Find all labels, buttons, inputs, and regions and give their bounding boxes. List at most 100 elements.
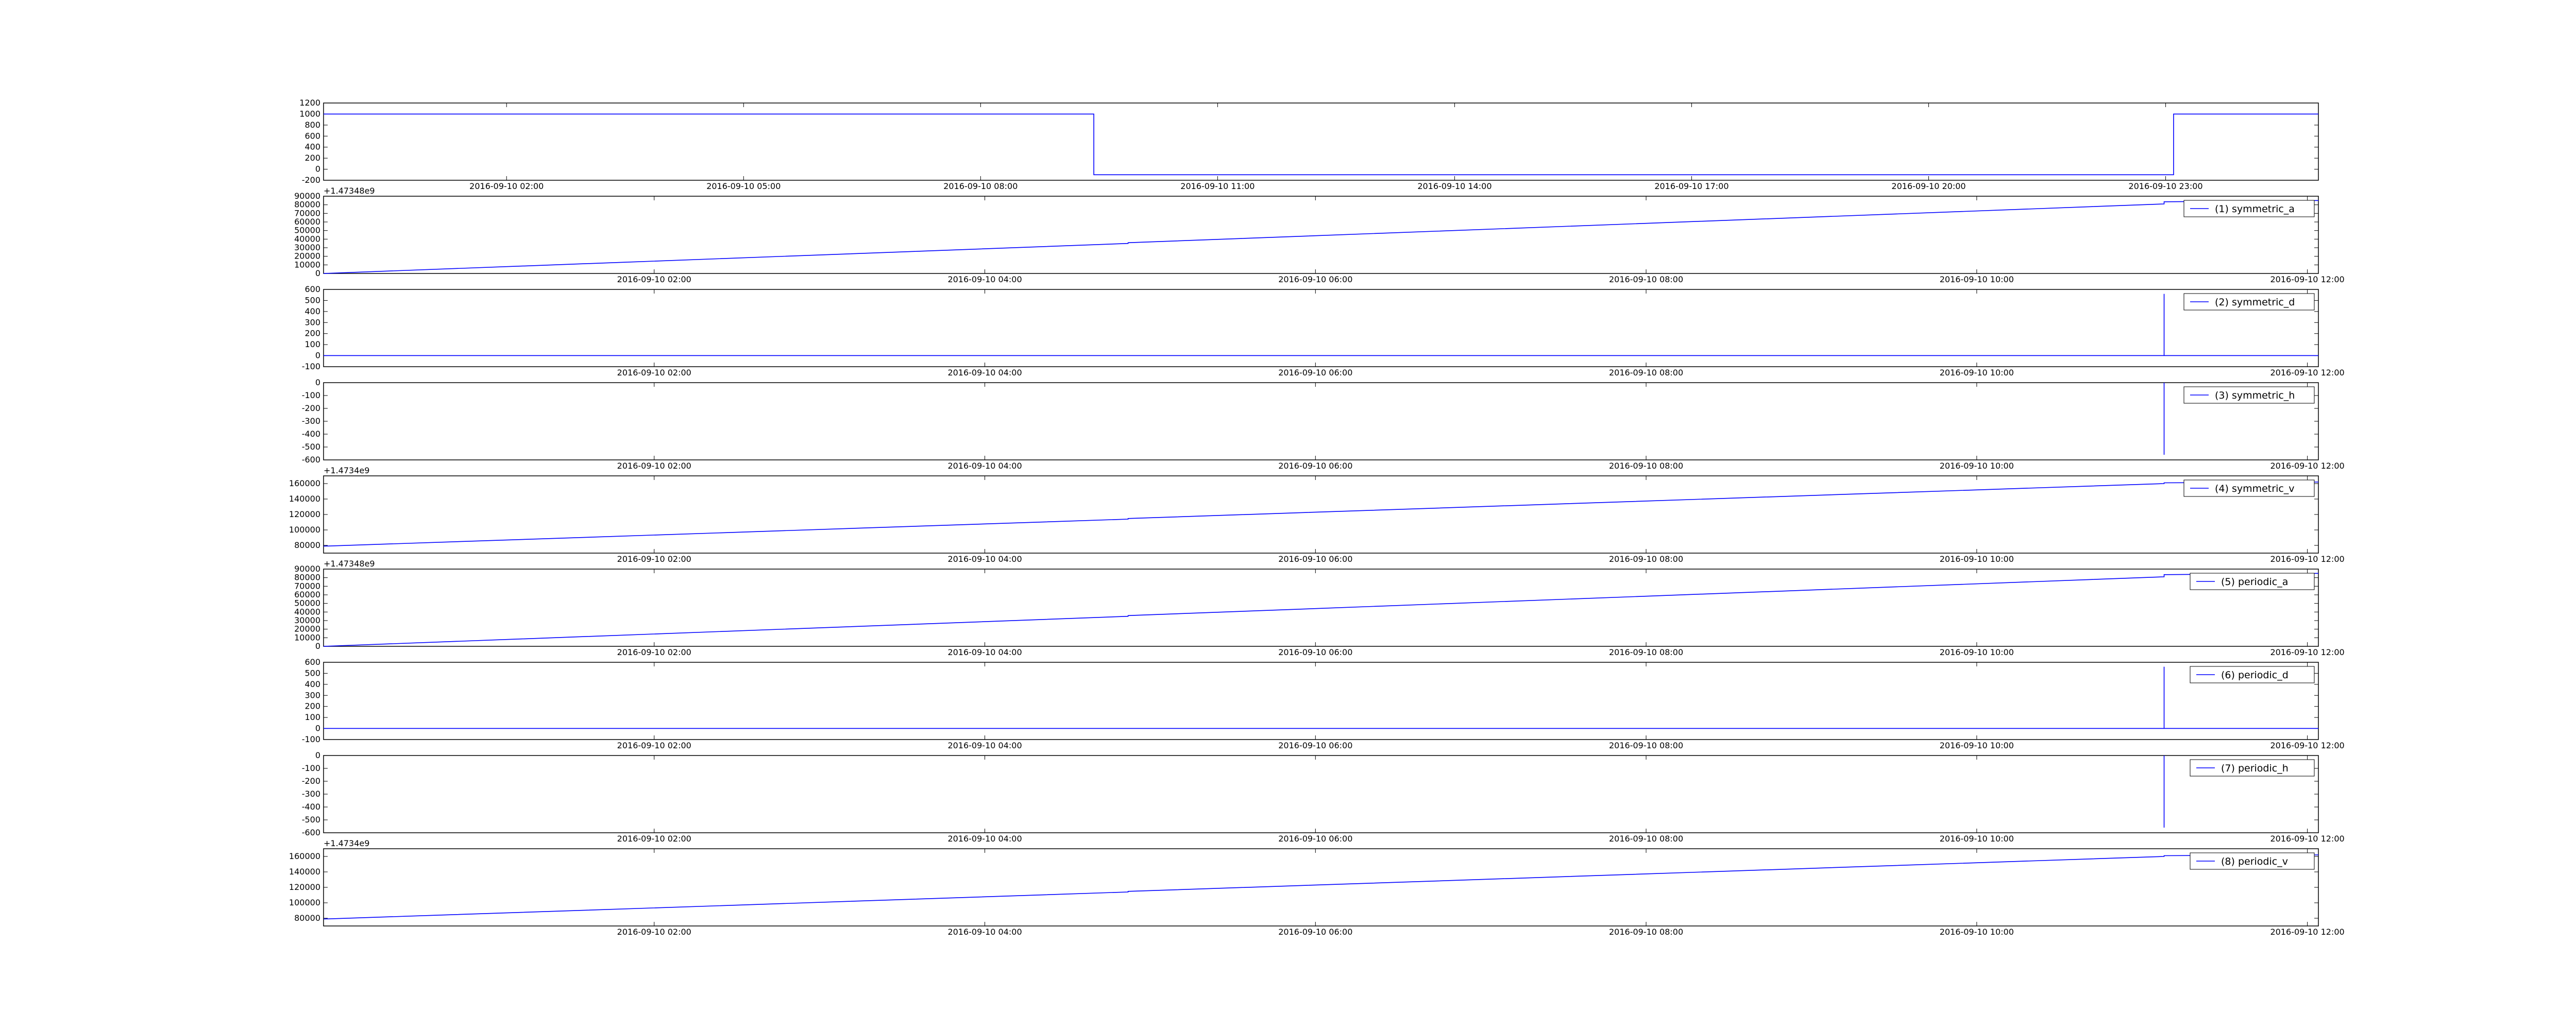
x-tick-label: 2016-09-10 20:00 — [1891, 181, 1965, 191]
y-tick-label: 140000 — [289, 494, 320, 504]
x-tick-label: 2016-09-10 08:00 — [943, 181, 1018, 191]
x-tick-label: 2016-09-10 12:00 — [2270, 461, 2345, 471]
x-tick-label: 2016-09-10 02:00 — [617, 927, 691, 937]
y-tick-label: -200 — [302, 175, 320, 185]
axes-frame — [323, 196, 2319, 274]
y-tick-label: 120000 — [289, 509, 320, 519]
legend: (3) symmetric_h — [2183, 386, 2315, 404]
x-tick-label: 2016-09-10 14:00 — [1417, 181, 1492, 191]
y-tick-label: -300 — [302, 789, 320, 799]
y-tick-label: 50000 — [294, 226, 320, 235]
legend-label: (1) symmetric_a — [2215, 203, 2295, 215]
y-tick-label: 70000 — [294, 208, 320, 218]
x-tick-label: 2016-09-10 06:00 — [1278, 741, 1352, 750]
axes-frame — [323, 289, 2319, 367]
y-tick-label: 600 — [304, 131, 320, 141]
x-tick-label: 2016-09-10 11:00 — [1180, 181, 1255, 191]
y-tick-label: 90000 — [294, 564, 320, 574]
panel-8: 800001000001200001400001600002016-09-10 … — [289, 838, 2345, 937]
y-tick-label: -100 — [302, 734, 320, 744]
x-tick-label: 2016-09-10 06:00 — [1278, 461, 1352, 471]
x-tick-label: 2016-09-10 04:00 — [947, 741, 1022, 750]
x-tick-label: 2016-09-10 02:00 — [617, 461, 691, 471]
axis-offset-label: +1.47348e9 — [324, 186, 375, 196]
panel-4: 800001000001200001400001600002016-09-10 … — [289, 466, 2345, 564]
y-tick-label: 400 — [304, 679, 320, 689]
y-tick-label: -600 — [302, 455, 320, 465]
panel-1: 0100002000030000400005000060000700008000… — [294, 186, 2345, 284]
y-tick-label: 1000 — [299, 109, 320, 118]
panel-5: 0100002000030000400005000060000700008000… — [294, 559, 2345, 657]
y-tick-label: 80000 — [294, 913, 320, 923]
x-tick-label: 2016-09-10 02:00 — [617, 368, 691, 377]
x-tick-label: 2016-09-10 02:00 — [617, 834, 691, 844]
x-tick-label: 2016-09-10 04:00 — [947, 647, 1022, 657]
y-tick-label: 0 — [315, 641, 320, 651]
y-tick-label: 20000 — [294, 624, 320, 634]
x-tick-label: 2016-09-10 10:00 — [1940, 927, 2014, 937]
x-tick-label: 2016-09-10 10:00 — [1940, 461, 2014, 471]
y-tick-label: 0 — [315, 377, 320, 387]
x-tick-label: 2016-09-10 08:00 — [1609, 461, 1683, 471]
y-tick-label: -400 — [302, 802, 320, 812]
y-tick-label: -100 — [302, 763, 320, 773]
y-tick-label: 10000 — [294, 632, 320, 642]
x-tick-label: 2016-09-10 04:00 — [947, 274, 1022, 284]
y-tick-label: 100000 — [289, 525, 320, 535]
y-tick-label: 100000 — [289, 898, 320, 907]
y-tick-label: -200 — [302, 776, 320, 786]
x-tick-label: 2016-09-10 08:00 — [1609, 741, 1683, 750]
legend: (1) symmetric_a — [2183, 200, 2315, 217]
legend-label: (2) symmetric_d — [2215, 297, 2295, 308]
y-tick-label: 160000 — [289, 478, 320, 488]
axes-frame — [323, 569, 2319, 647]
y-tick-label: 400 — [304, 142, 320, 152]
y-tick-label: -500 — [302, 815, 320, 825]
x-tick-label: 2016-09-10 02:00 — [469, 181, 544, 191]
axes-frame — [323, 102, 2319, 181]
x-tick-label: 2016-09-10 10:00 — [1940, 274, 2014, 284]
legend: (5) periodic_a — [2190, 573, 2315, 590]
x-tick-label: 2016-09-10 04:00 — [947, 368, 1022, 377]
y-tick-label: 1200 — [299, 98, 320, 108]
y-tick-label: 300 — [304, 317, 320, 327]
axes-frame — [323, 475, 2319, 554]
series-line — [323, 573, 2319, 647]
x-tick-label: 2016-09-10 02:00 — [617, 554, 691, 564]
y-tick-label: 90000 — [294, 191, 320, 201]
x-tick-label: 2016-09-10 06:00 — [1278, 647, 1352, 657]
y-tick-label: 500 — [304, 295, 320, 305]
series-line — [324, 113, 2318, 176]
legend-label: (4) symmetric_v — [2215, 483, 2295, 494]
series-line — [324, 666, 2318, 729]
y-tick-label: 30000 — [294, 615, 320, 625]
axis-offset-label: +1.4734e9 — [324, 466, 369, 475]
legend: (6) periodic_d — [2190, 666, 2315, 683]
y-tick-label: 0 — [315, 750, 320, 760]
x-tick-label: 2016-09-10 02:00 — [617, 274, 691, 284]
y-tick-label: 40000 — [294, 234, 320, 244]
y-tick-label: 200 — [304, 153, 320, 163]
x-tick-label: 2016-09-10 12:00 — [2270, 647, 2345, 657]
x-tick-label: 2016-09-10 06:00 — [1278, 368, 1352, 377]
x-tick-label: 2016-09-10 04:00 — [947, 461, 1022, 471]
y-tick-label: 60000 — [294, 217, 320, 227]
legend-label: (3) symmetric_h — [2215, 390, 2295, 401]
y-tick-label: 600 — [304, 657, 320, 667]
series-line — [323, 854, 2319, 920]
axes-frame — [323, 382, 2319, 460]
x-tick-label: 2016-09-10 08:00 — [1609, 834, 1683, 844]
y-tick-label: 80000 — [294, 573, 320, 582]
x-tick-label: 2016-09-10 12:00 — [2270, 741, 2345, 750]
y-tick-label: 70000 — [294, 581, 320, 591]
x-tick-label: 2016-09-10 23:00 — [2128, 181, 2202, 191]
y-tick-label: 200 — [304, 329, 320, 338]
y-tick-label: 200 — [304, 701, 320, 711]
legend-label: (8) periodic_v — [2221, 856, 2288, 867]
y-tick-label: -100 — [302, 362, 320, 371]
y-tick-label: 20000 — [294, 251, 320, 261]
y-tick-label: 10000 — [294, 260, 320, 269]
